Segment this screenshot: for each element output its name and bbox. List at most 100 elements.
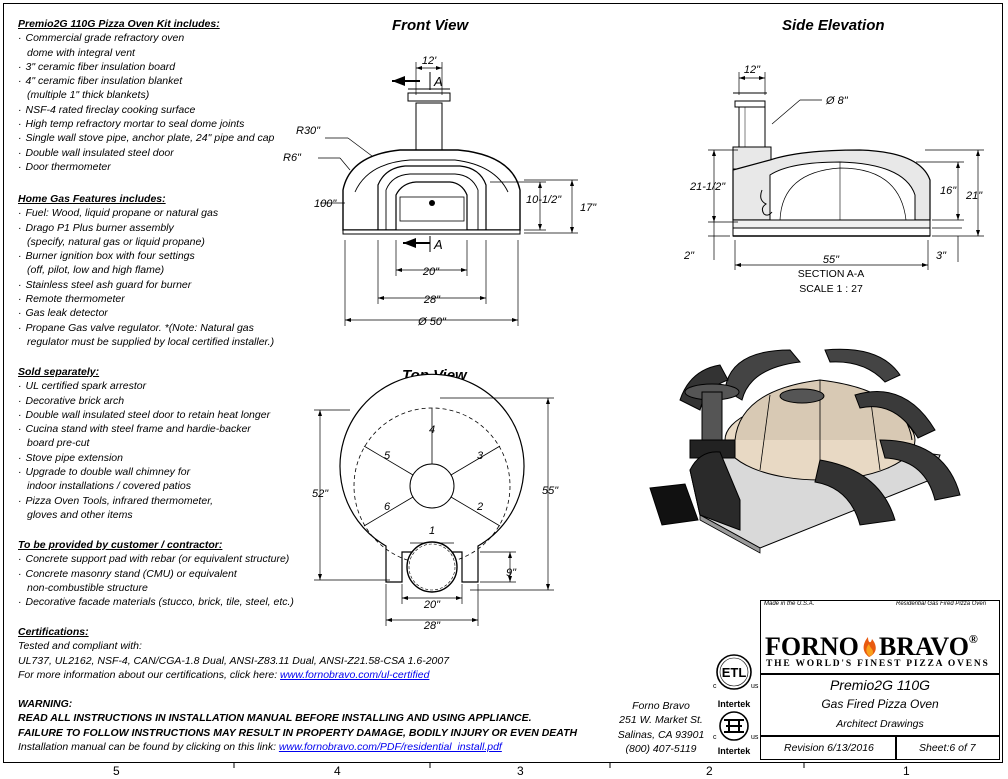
- architect-drawings: Architect Drawings: [836, 718, 924, 730]
- top-view-drawing: 1 2 3 4 5 6 52" 55" 9" 20" 28": [312, 373, 559, 632]
- model-description: Gas Fired Pizza Oven: [821, 697, 939, 711]
- customer-item: Concrete support pad with rebar (or equi…: [18, 552, 294, 566]
- sheet-number: Sheet:6 of 7: [919, 742, 976, 754]
- front-28-label: 28": [423, 294, 441, 306]
- top-28-label: 28": [423, 620, 441, 632]
- front-r6-label: R6": [283, 152, 302, 164]
- gas-item: (specify, natural gas or liquid propane): [27, 235, 205, 248]
- customer-item: Concrete masonry stand (CMU) or equivale…: [18, 567, 294, 581]
- sold-item: Pizza Oven Tools, infrared thermometer,: [18, 494, 270, 508]
- side-3-label: 3": [936, 250, 947, 262]
- grid-2: 2: [706, 764, 713, 778]
- grid-3: 3: [517, 764, 524, 778]
- grid-4: 4: [334, 764, 341, 778]
- gas-item: Remote thermometer: [18, 292, 274, 306]
- segment-1-label: 1: [429, 525, 435, 537]
- front-10half-label: 10-1/2": [526, 194, 562, 206]
- grid-5: 5: [113, 764, 120, 778]
- gas-item: Propane Gas valve regulator. *(Note: Nat…: [18, 321, 274, 335]
- grid-1: 1: [903, 764, 910, 778]
- gas-list: Fuel: Wood, liquid propane or natural ga…: [18, 206, 275, 349]
- tb-divider-2: [760, 735, 1000, 737]
- etl-us: us: [751, 683, 759, 690]
- side-d8-label: Ø 8": [825, 95, 849, 107]
- sold-item: board pre-cut: [27, 437, 90, 450]
- kit-section: Premio2G 110G Pizza Oven Kit includes: C…: [18, 17, 274, 174]
- front-17-label: 17": [580, 202, 597, 214]
- kit-item: Door thermometer: [18, 160, 274, 174]
- brand-right: BRAVO: [878, 632, 969, 661]
- gas-item: Gas leak detector: [18, 306, 274, 320]
- gas-heading: Home Gas Features includes:: [18, 193, 166, 205]
- gas-item: Burner ignition box with four settings: [18, 249, 274, 263]
- sold-item: Decorative brick arch: [18, 394, 270, 408]
- kit-item: Double wall insulated steel door: [18, 146, 274, 160]
- scale-caption: SCALE 1 : 27: [799, 283, 863, 295]
- sold-heading: Sold separately:: [18, 366, 100, 378]
- oven-type: Residential Gas Fired Pizza Oven: [896, 601, 987, 607]
- certification-marks: ETL c us Intertek c us Intertek: [713, 654, 759, 756]
- cert-line2: UL737, UL2162, NSF-4, CAN/CGA-1.8 Dual, …: [18, 654, 450, 667]
- sold-section: Sold separately: UL certified spark arre…: [18, 365, 270, 522]
- kit-item: 3" ceramic fiber insulation board: [18, 60, 274, 74]
- top-52-label: 52": [312, 488, 329, 500]
- gas-section: Home Gas Features includes: Fuel: Wood, …: [18, 192, 274, 349]
- kit-item: (multiple 1" thick blankets): [27, 89, 150, 102]
- intertek-us: us: [751, 734, 759, 741]
- customer-section: To be provided by customer / contractor:…: [18, 538, 294, 609]
- warning-line3-text: Installation manual can be found by clic…: [18, 740, 279, 753]
- tb-divider-1: [760, 673, 1000, 675]
- kit-heading: Premio2G 110G Pizza Oven Kit includes:: [18, 18, 220, 30]
- kit-item: High temp refractory mortar to seal dome…: [18, 117, 274, 131]
- sold-item: gloves and other items: [27, 508, 133, 521]
- gas-item: Drago P1 Plus burner assembly: [18, 221, 274, 235]
- side-2-label: 2": [683, 250, 695, 262]
- front-r30-label: R30": [296, 125, 321, 137]
- gas-item: Fuel: Wood, liquid propane or natural ga…: [18, 206, 274, 220]
- gas-item: Stainless steel ash guard for burner: [18, 278, 274, 292]
- segment-3-label: 3: [477, 450, 484, 462]
- flame-icon: [859, 625, 879, 661]
- segment-2-label: 2: [476, 501, 483, 513]
- title-block: [760, 600, 1000, 760]
- made-in-usa: Made in the U.S.A.: [764, 601, 815, 607]
- segment-6-label: 6: [384, 501, 391, 513]
- front-section-a-bottom: A: [433, 237, 443, 252]
- kit-item: Single wall stove pipe, anchor plate, 24…: [18, 131, 275, 145]
- kit-item: Commercial grade refractory oven: [18, 31, 274, 45]
- front-20-label: 20": [422, 266, 440, 278]
- etl-c: c: [713, 683, 717, 690]
- warning-line3: Installation manual can be found by clic…: [18, 740, 577, 754]
- front-100-label: 100": [314, 198, 337, 210]
- etl-text: ETL: [722, 665, 747, 680]
- address-block: Forno Bravo 251 W. Market St. Salinas, C…: [606, 699, 716, 756]
- cert-heading: Certifications:: [18, 626, 89, 638]
- cert-link[interactable]: www.fornobravo.com/ul-certified: [280, 668, 430, 681]
- manual-link[interactable]: www.fornobravo.com/PDF/residential_insta…: [278, 740, 502, 753]
- intertek-text-1: Intertek: [718, 699, 752, 709]
- sold-item: Double wall insulated steel door to reta…: [18, 408, 271, 422]
- cert-line3: For more information about our certifica…: [18, 668, 449, 682]
- top-9-label: 9": [506, 567, 517, 579]
- gas-item: regulator must be supplied by local cert…: [27, 335, 275, 348]
- gas-item: (off, pilot, low and high flame): [27, 264, 165, 277]
- address-street: 251 W. Market St.: [619, 714, 703, 727]
- grid-ticks: [233, 762, 805, 768]
- front-flue-label: 12': [422, 55, 437, 67]
- drawing-frame: [3, 3, 1003, 763]
- side-55-label: 55": [823, 254, 840, 266]
- intertek-c: c: [713, 734, 717, 741]
- top-55-label: 55": [542, 485, 559, 497]
- sold-item: Stove pipe extension: [18, 451, 270, 465]
- section-caption: SECTION A-A: [798, 268, 865, 280]
- customer-heading: To be provided by customer / contractor:: [18, 539, 223, 551]
- intertek-mark-icon: Intertek c us Intertek: [713, 699, 759, 756]
- warning-line1: READ ALL INSTRUCTIONS IN INSTALLATION MA…: [18, 712, 532, 725]
- customer-item: non-combustible structure: [27, 581, 148, 594]
- model-name: Premio2G 110G: [829, 677, 931, 693]
- registered-mark: ®: [968, 632, 978, 646]
- side-21-label: 21": [965, 190, 983, 202]
- warning-line2: FAILURE TO FOLLOW INSTRUCTIONS MAY RESUL…: [18, 726, 578, 739]
